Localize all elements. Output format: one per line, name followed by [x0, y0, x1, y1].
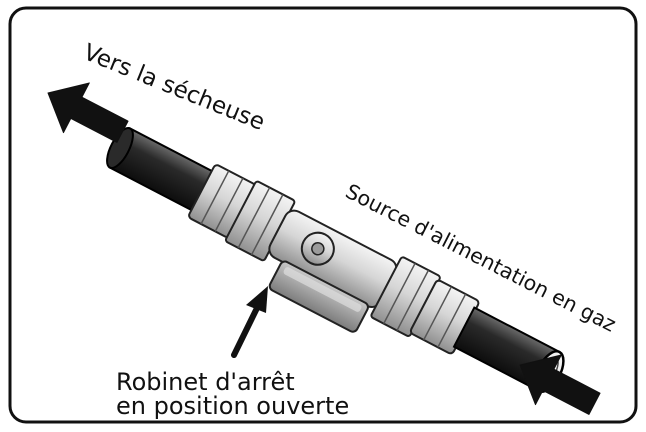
arrow-up-right-icon [231, 286, 268, 358]
arrow-up-left-icon [47, 82, 129, 143]
valve-body [268, 209, 398, 309]
left-hex-fitting [224, 180, 296, 262]
valve-label-line2: en position ouverte [116, 392, 349, 420]
valve-label-line1: Robinet d'arrêt [116, 368, 295, 396]
valve-handle [268, 260, 369, 333]
arrow-up-left-icon [519, 354, 601, 415]
